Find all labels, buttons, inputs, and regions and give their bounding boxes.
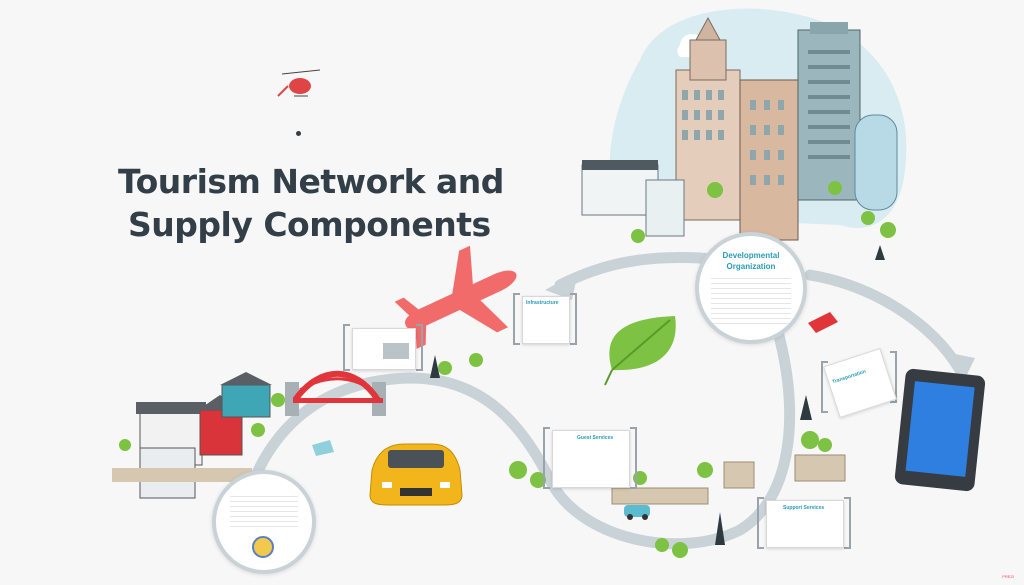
leaf-icon (604, 316, 676, 386)
card-guest-services[interactable]: Guest Services (552, 430, 630, 488)
footer-brand-text: PREZI (1002, 574, 1014, 579)
developmental-title-line2: Organization (726, 262, 776, 271)
page-title: Tourism Network and Supply Components (118, 160, 518, 246)
airplane-icon (394, 245, 517, 349)
infrastructure-title: Infrastructure (526, 300, 559, 306)
village (112, 372, 285, 499)
car-icon (312, 312, 838, 520)
developmental-title-line1: Developmental (722, 251, 780, 260)
developmental-organization-node[interactable]: Developmental Organization (695, 232, 807, 344)
card-infrastructure[interactable]: Infrastructure (522, 296, 570, 344)
title-line-1: Tourism Network and (118, 162, 504, 201)
title-dot (296, 131, 301, 136)
card-support-services[interactable]: Support Services (766, 500, 844, 548)
footer-brand: PREZI (1002, 574, 1014, 579)
card-brackets (343, 293, 897, 549)
stone-walls (611, 454, 846, 505)
arrow-head-left (545, 272, 578, 300)
arrow-head-right (945, 352, 975, 385)
card-photo (383, 343, 409, 359)
tablet-icon (894, 368, 986, 492)
logo-badge (252, 536, 274, 558)
guest-services-title: Guest Services (577, 435, 614, 441)
developmental-title: Developmental Organization (699, 250, 803, 272)
taxi-icon (369, 443, 463, 506)
card-transport-photo[interactable] (352, 328, 416, 370)
developmental-text (711, 278, 791, 328)
transportation-title: Transportation (831, 368, 867, 386)
title-line-2: Supply Components (128, 205, 491, 244)
skyscrapers (581, 16, 898, 260)
overview-node[interactable] (212, 470, 316, 574)
overview-text (230, 496, 298, 530)
bridge-icon (285, 370, 386, 416)
support-services-title: Support Services (783, 505, 825, 511)
helicopter-icon (277, 69, 321, 97)
